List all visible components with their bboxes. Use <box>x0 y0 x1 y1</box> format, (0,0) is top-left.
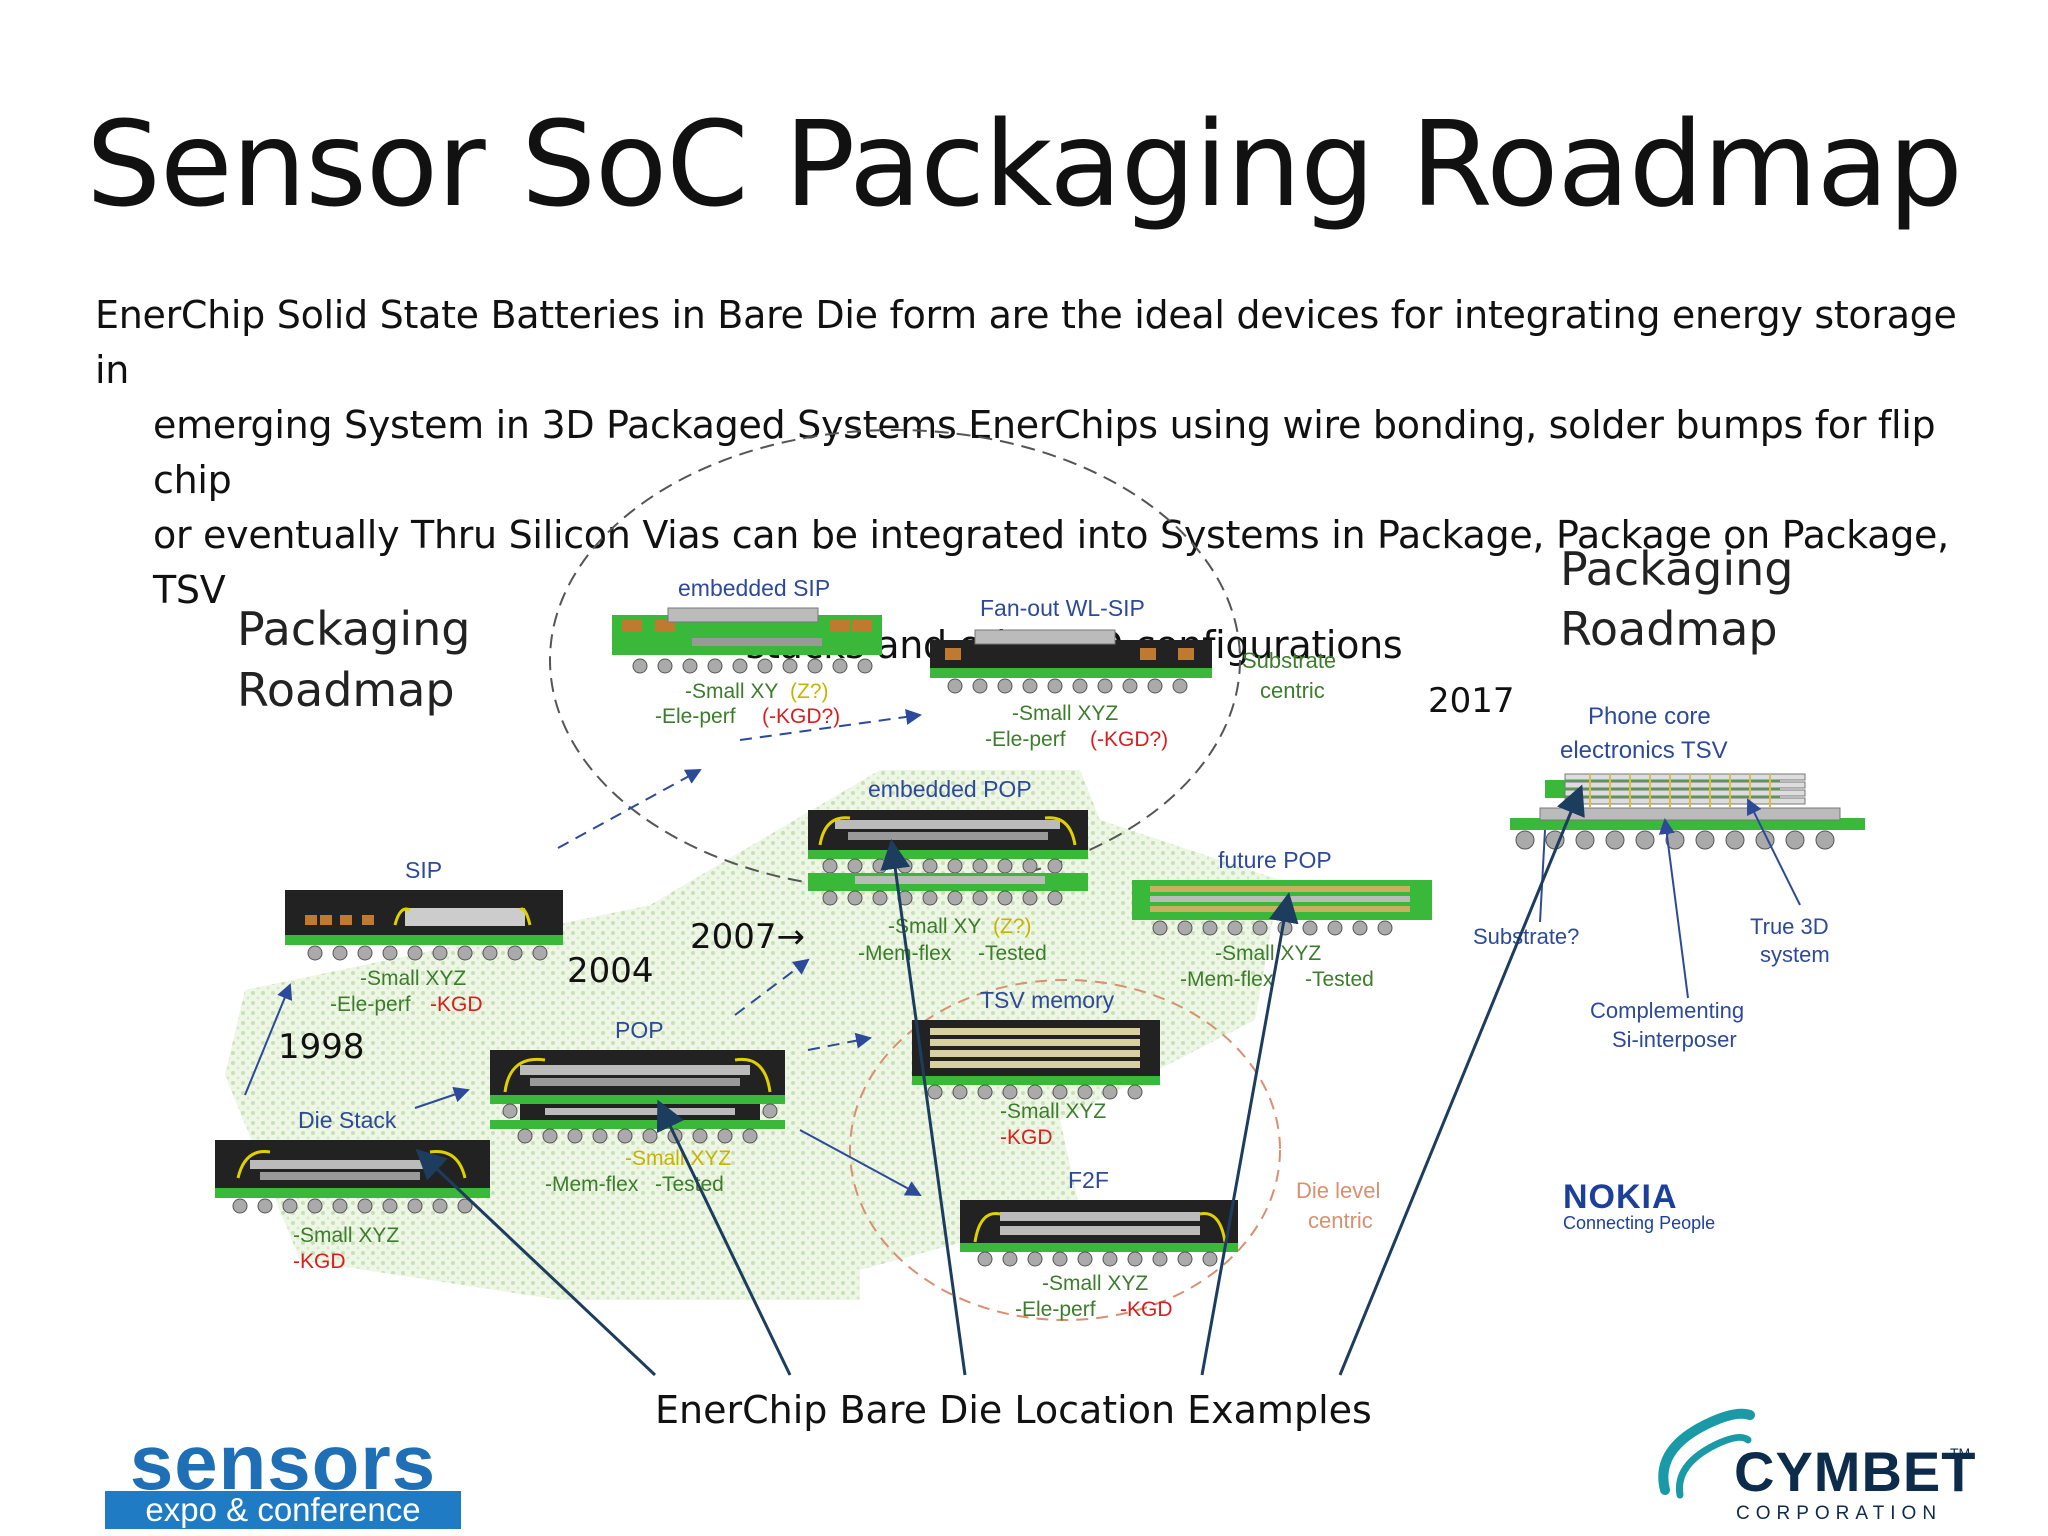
svg-text:-Tested: -Tested <box>655 1173 724 1196</box>
svg-text:-KGD: -KGD <box>293 1250 346 1273</box>
caption-enerchip-locations: EnerChip Bare Die Location Examples <box>655 1388 1372 1432</box>
year-2007: 2007→ <box>690 917 805 957</box>
die-level-centric-ellipse <box>849 979 1281 1321</box>
cymbet-trademark: TM <box>1950 1445 1971 1461</box>
label-tsv-memory: TSV memory <box>980 987 1115 1013</box>
nokia-wordmark: NOKIA <box>1563 1178 1678 1216</box>
svg-text:(Z?): (Z?) <box>790 680 829 703</box>
svg-text:-Mem-flex: -Mem-flex <box>1180 968 1274 991</box>
label-die-level-centric-2: centric <box>1308 1208 1373 1233</box>
year-2004: 2004 <box>567 951 654 991</box>
svg-text:-KGD: -KGD <box>430 993 483 1016</box>
label-f2f: F2F <box>1068 1167 1109 1193</box>
svg-text:-KGD: -KGD <box>1000 1126 1053 1149</box>
svg-text:-Small XYZ: -Small XYZ <box>360 967 466 990</box>
svg-text:-KGD: -KGD <box>1120 1298 1173 1321</box>
svg-text:-Ele-perf: -Ele-perf <box>985 728 1066 751</box>
year-1998: 1998 <box>278 1027 365 1067</box>
label-substrate-centric-1: Substrate <box>1242 648 1336 673</box>
svg-text:(-KGD?): (-KGD?) <box>1090 728 1168 751</box>
sensors-tagline: expo & conference <box>105 1491 461 1529</box>
svg-text:-Small XY: -Small XY <box>685 680 778 703</box>
package-tsv-memory <box>912 1020 1160 1100</box>
label-true-3d-2: system <box>1760 942 1830 967</box>
package-embedded-sip <box>612 607 882 674</box>
svg-text:-Ele-perf: -Ele-perf <box>655 705 736 728</box>
package-sip <box>285 890 563 961</box>
package-phone-core-tsv <box>1510 773 1865 850</box>
label-substrate-question: Substrate? <box>1473 924 1579 949</box>
page-title: Sensor SoC Packaging Roadmap <box>86 95 1963 233</box>
svg-text:-Mem-flex: -Mem-flex <box>858 942 952 965</box>
cymbet-logo: CYMBET TM CORPORATION <box>1650 1395 1980 1530</box>
roadmap-title-right-1: Packaging <box>1560 542 1794 596</box>
label-sip: SIP <box>405 857 442 883</box>
substrate-centric-ellipse <box>549 429 1241 891</box>
label-future-pop: future POP <box>1218 847 1332 873</box>
roadmap-title-left-1: Packaging <box>237 602 471 656</box>
label-true-3d-1: True 3D <box>1750 914 1829 939</box>
package-f2f <box>960 1200 1238 1267</box>
svg-text:(Z?): (Z?) <box>993 915 1032 938</box>
svg-text:-Small XYZ: -Small XYZ <box>293 1224 399 1247</box>
svg-text:-Small XYZ: -Small XYZ <box>1012 702 1118 725</box>
package-pop <box>490 1050 785 1144</box>
label-embedded-sip: embedded SIP <box>678 575 830 601</box>
year-2017: 2017 <box>1428 681 1515 721</box>
paragraph-line-1: EnerChip Solid State Batteries in Bare D… <box>95 293 1957 392</box>
label-embedded-pop: embedded POP <box>868 776 1032 802</box>
label-pop: POP <box>615 1017 664 1043</box>
paragraph-line-3: or eventually Thru Silicon Vias can be i… <box>153 513 1949 612</box>
label-fanout-wl-sip: Fan-out WL-SIP <box>980 595 1145 621</box>
label-die-stack: Die Stack <box>298 1107 397 1133</box>
svg-text:-Small XYZ: -Small XYZ <box>1000 1100 1106 1123</box>
svg-text:-Small XYZ: -Small XYZ <box>1215 942 1321 965</box>
roadmap-title-left-2: Roadmap <box>237 663 455 717</box>
svg-text:-Small XYZ: -Small XYZ <box>625 1147 731 1170</box>
label-die-level-centric-1: Die level <box>1296 1178 1380 1203</box>
paragraph-line-2: emerging System in 3D Packaged Systems E… <box>153 403 1936 502</box>
sensors-expo-logo: sensors expo & conference <box>105 1418 461 1529</box>
label-interposer-1: Complementing <box>1590 998 1744 1023</box>
cymbet-corporation: CORPORATION <box>1736 1503 1943 1524</box>
svg-text:-Small XY: -Small XY <box>888 915 981 938</box>
label-phone-core-1: Phone core <box>1588 703 1711 730</box>
package-fanout-wl-sip <box>930 629 1212 694</box>
label-phone-core-2: electronics TSV <box>1560 737 1728 764</box>
nokia-tagline: Connecting People <box>1563 1213 1716 1233</box>
nokia-logo: NOKIA Connecting People <box>1563 1178 1715 1234</box>
svg-text:(-KGD?): (-KGD?) <box>762 705 840 728</box>
cymbet-swoosh-icon <box>1658 1408 1755 1499</box>
svg-text:-Mem-flex: -Mem-flex <box>545 1173 639 1196</box>
roadmap-title-right-2: Roadmap <box>1560 602 1778 656</box>
label-interposer-2: Si-interposer <box>1612 1027 1737 1052</box>
svg-text:-Tested: -Tested <box>1305 968 1374 991</box>
svg-text:-Ele-perf: -Ele-perf <box>1015 1298 1096 1321</box>
label-substrate-centric-2: centric <box>1260 678 1325 703</box>
svg-text:-Ele-perf: -Ele-perf <box>330 993 411 1016</box>
package-embedded-pop <box>808 810 1088 906</box>
svg-text:-Tested: -Tested <box>978 942 1047 965</box>
cymbet-wordmark: CYMBET <box>1734 1440 1977 1503</box>
svg-text:-Small XYZ: -Small XYZ <box>1042 1272 1148 1295</box>
